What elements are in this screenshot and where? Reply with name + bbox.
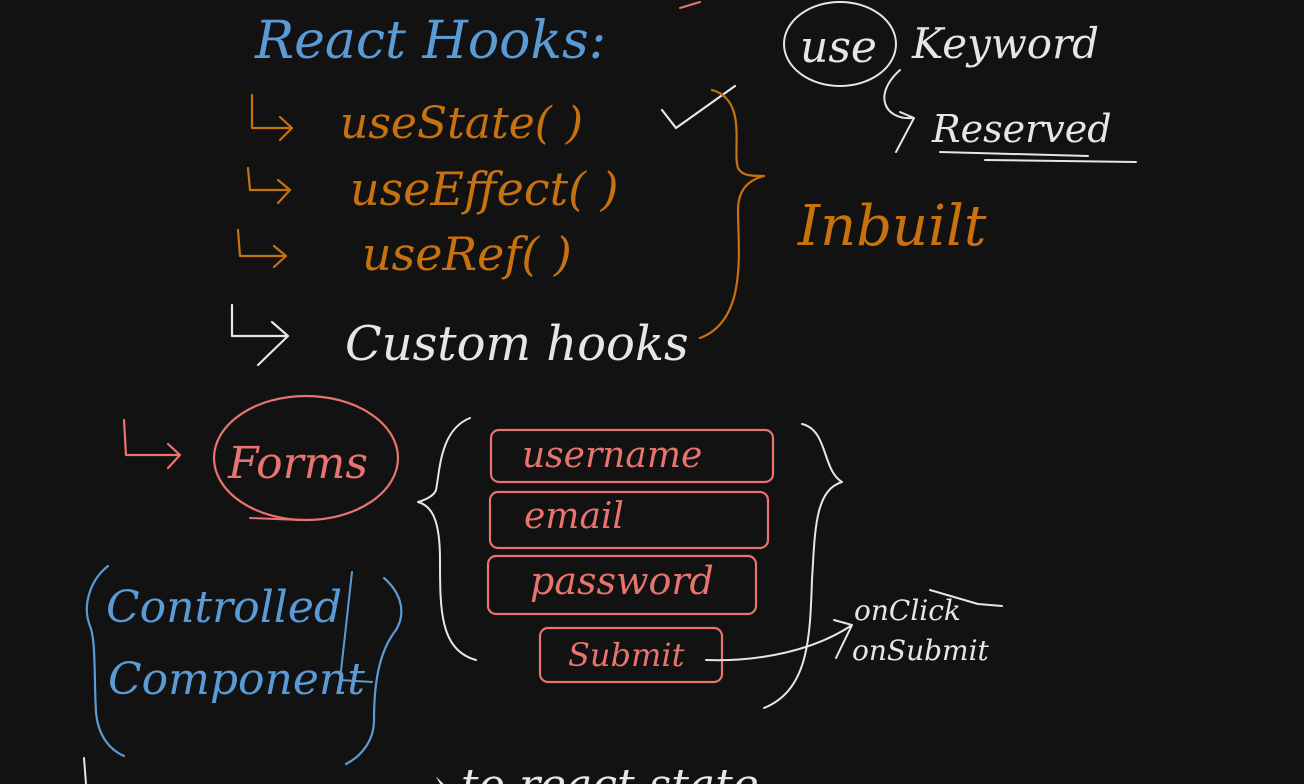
field-password-label: password [530,559,714,603]
controlled-right-brace [344,576,403,766]
bottom-text: → to react state [410,760,759,784]
arrow-icon [250,93,294,142]
submit-label: Submit [568,636,685,674]
field-box-password [486,554,758,616]
forms-left-brace [417,417,477,661]
forms-label: Forms [227,438,368,489]
controlled-line2: Component [108,654,365,705]
use-circle [783,1,897,87]
reserved-text: Reserved [931,107,1112,151]
use-word: use [800,22,877,73]
controlled-left-brace [85,564,126,758]
field-box-email [488,490,770,550]
heading-text: React Hooks: [254,11,606,71]
arrow-icon [236,228,288,269]
inbuilt-brace [698,88,766,340]
hook-item-useeffect: useEffect( ) [350,162,619,216]
bottom-bracket [83,757,87,784]
hook-item-useref: useRef( ) [362,227,572,281]
field-email-label: email [524,496,624,537]
heading-tick-mark [679,1,701,9]
submit-box [538,626,724,684]
hook-arrows [230,93,294,367]
controlled-line1: Controlled [106,582,342,633]
field-username-label: username [522,435,702,476]
field-box-username [489,428,775,484]
event-swoosh [929,589,1003,607]
arrow-icon [122,418,182,470]
forms-right-brace [763,423,843,709]
arrow-icon [883,69,915,153]
forms-circle [212,394,400,522]
event-arrow [705,619,853,662]
hook-item-custom: Custom hooks [345,316,689,372]
forms-circle-tail [249,517,301,521]
inbuilt-label: Inbuilt [797,194,987,259]
arrow-icon [230,303,290,367]
checkmark-icon [660,84,737,130]
form-fields: username email password Submit [486,428,775,684]
event-onsubmit: onSubmit [852,634,990,667]
arrow-icon [246,166,292,205]
reserved-underline [939,151,1137,163]
controlled-strike [339,571,373,683]
hook-item-usestate: useState( ) [340,98,583,149]
event-onclick: onClick [854,594,961,627]
keyword-text: Keyword [911,19,1099,68]
